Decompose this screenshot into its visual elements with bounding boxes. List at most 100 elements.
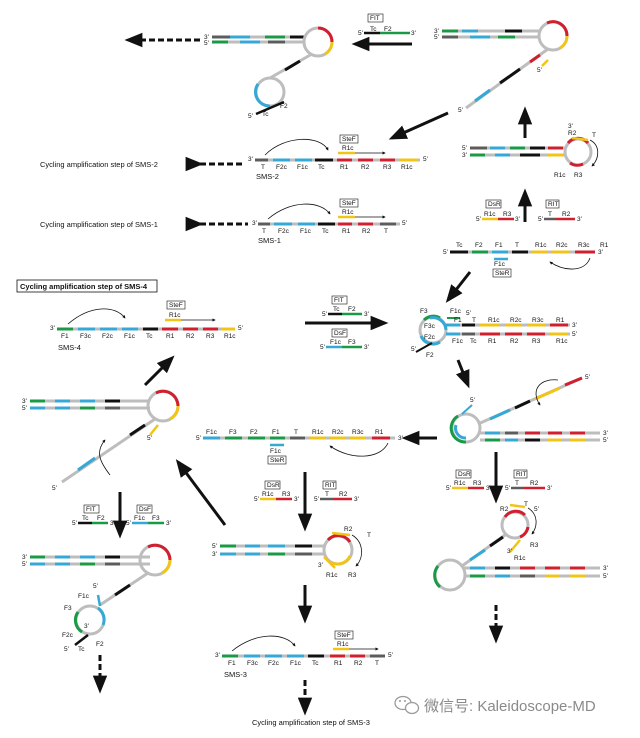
svg-text:F2c: F2c bbox=[276, 164, 288, 171]
svg-text:5': 5' bbox=[196, 435, 201, 442]
svg-text:3': 3' bbox=[547, 485, 552, 492]
svg-text:5': 5' bbox=[314, 496, 319, 503]
svg-text:5': 5' bbox=[443, 249, 448, 256]
svg-text:R3c: R3c bbox=[578, 242, 590, 249]
svg-text:SteF: SteF bbox=[169, 302, 183, 309]
end-label: 5' bbox=[248, 113, 253, 120]
svg-text:R3c: R3c bbox=[532, 317, 544, 324]
dsr-rit-primers-right-lower: DsR R1c R3 5' 3' RIT T R2 5' 3' bbox=[446, 469, 552, 492]
svg-text:T: T bbox=[294, 429, 298, 436]
svg-text:F1c: F1c bbox=[452, 338, 464, 345]
svg-text:3': 3' bbox=[411, 30, 416, 37]
fit-dsf-primers-middle: FIT Tc F2 5' 3' DsF F1c F3 5' 3' bbox=[305, 295, 389, 351]
svg-text:R2: R2 bbox=[562, 211, 571, 218]
svg-text:F1: F1 bbox=[495, 242, 503, 249]
svg-text:DsR: DsR bbox=[488, 201, 501, 208]
svg-text:T: T bbox=[262, 228, 266, 235]
svg-text:3': 3' bbox=[598, 249, 603, 256]
chat-bubbles-icon bbox=[394, 695, 420, 715]
svg-text:5': 5' bbox=[466, 310, 471, 317]
svg-text:R3: R3 bbox=[348, 572, 357, 579]
svg-text:5': 5' bbox=[22, 561, 27, 568]
svg-text:F1c: F1c bbox=[134, 515, 146, 522]
svg-text:3': 3' bbox=[462, 152, 467, 159]
svg-text:R2c: R2c bbox=[556, 242, 568, 249]
svg-text:3': 3' bbox=[166, 520, 171, 527]
svg-text:R1: R1 bbox=[334, 660, 343, 667]
svg-text:F2: F2 bbox=[426, 352, 434, 359]
svg-text:3': 3' bbox=[318, 562, 323, 569]
svg-text:3': 3' bbox=[294, 496, 299, 503]
sms2-cycling-caption: Cycling amplification step of SMS-2 bbox=[40, 160, 158, 169]
svg-text:5': 5' bbox=[476, 216, 481, 223]
svg-text:DsR: DsR bbox=[267, 482, 280, 489]
bottom-right-dumbbell: 3' 5' R2 T 5' R3 R1c 3' bbox=[433, 501, 608, 592]
svg-text:Tc: Tc bbox=[370, 26, 377, 33]
svg-text:F2c: F2c bbox=[278, 228, 290, 235]
svg-text:3': 3' bbox=[22, 554, 27, 561]
ster-right-strand: 5' 3' Tc F2 F1 T R1c R2c R3c R1 F1c SteR bbox=[443, 242, 609, 278]
svg-text:R2: R2 bbox=[186, 333, 195, 340]
svg-text:T: T bbox=[515, 242, 519, 249]
svg-text:F2c: F2c bbox=[102, 333, 114, 340]
svg-text:F3: F3 bbox=[152, 515, 160, 522]
svg-text:R3: R3 bbox=[383, 164, 392, 171]
svg-text:F3: F3 bbox=[64, 605, 72, 612]
bottom-left-dumbbell: 3' 5' 5' F1c F3 F2c 5' Tc F2 3' bbox=[22, 543, 172, 653]
svg-text:T: T bbox=[367, 532, 371, 539]
svg-text:5': 5' bbox=[585, 374, 590, 381]
svg-text:FIT: FIT bbox=[370, 15, 380, 22]
svg-text:DsR: DsR bbox=[458, 471, 471, 478]
svg-text:F2c: F2c bbox=[62, 632, 74, 639]
svg-text:F2: F2 bbox=[348, 306, 356, 313]
svg-text:DsF: DsF bbox=[334, 330, 346, 337]
svg-text:F2: F2 bbox=[384, 26, 392, 33]
svg-text:F1c: F1c bbox=[300, 228, 312, 235]
svg-text:3': 3' bbox=[398, 435, 403, 442]
svg-text:5': 5' bbox=[411, 346, 416, 353]
svg-text:3': 3' bbox=[568, 123, 573, 130]
svg-text:5': 5' bbox=[434, 34, 439, 41]
svg-text:T: T bbox=[261, 164, 265, 171]
svg-text:R2: R2 bbox=[344, 526, 353, 533]
svg-text:5': 5' bbox=[147, 435, 152, 442]
region-label: Tc bbox=[262, 111, 269, 118]
svg-text:F2: F2 bbox=[96, 641, 104, 648]
svg-text:F1c: F1c bbox=[78, 593, 90, 600]
sms1-label: SMS-1 bbox=[258, 236, 281, 245]
fit-primer-top: FIT Tc F2 5' 3' bbox=[358, 13, 416, 37]
svg-text:5': 5' bbox=[212, 543, 217, 550]
svg-text:3': 3' bbox=[215, 652, 220, 659]
svg-text:RIT: RIT bbox=[516, 471, 527, 478]
svg-text:SteF: SteF bbox=[342, 200, 356, 207]
svg-text:R2c: R2c bbox=[510, 317, 522, 324]
svg-text:R2: R2 bbox=[354, 660, 363, 667]
svg-text:F3: F3 bbox=[420, 308, 428, 315]
svg-text:R2: R2 bbox=[500, 506, 509, 513]
svg-text:R1c: R1c bbox=[262, 491, 274, 498]
svg-text:F1c: F1c bbox=[290, 660, 302, 667]
svg-text:R1c: R1c bbox=[342, 209, 354, 216]
svg-text:5': 5' bbox=[534, 506, 539, 513]
svg-text:R1c: R1c bbox=[401, 164, 413, 171]
svg-text:R1: R1 bbox=[600, 242, 609, 249]
svg-text:5': 5' bbox=[358, 30, 363, 37]
svg-text:Tc: Tc bbox=[322, 228, 329, 235]
sms2-strand: Cycling amplification step of SMS-2 3' 5… bbox=[40, 134, 428, 181]
svg-text:R1c: R1c bbox=[454, 480, 466, 487]
svg-text:3': 3' bbox=[507, 548, 512, 555]
svg-text:R1: R1 bbox=[340, 164, 349, 171]
svg-text:5': 5' bbox=[402, 220, 407, 227]
svg-text:R2: R2 bbox=[361, 164, 370, 171]
svg-text:F1c: F1c bbox=[494, 261, 506, 268]
svg-text:R1: R1 bbox=[556, 317, 565, 324]
svg-text:F1c: F1c bbox=[450, 308, 462, 315]
svg-text:RIT: RIT bbox=[548, 201, 559, 208]
svg-text:R1: R1 bbox=[375, 429, 384, 436]
svg-text:3': 3' bbox=[515, 216, 520, 223]
sms4-cycling-caption: Cycling amplification step of SMS-4 bbox=[20, 282, 148, 291]
svg-text:F3c: F3c bbox=[247, 660, 259, 667]
top-right-structure: 3' 5' 5' 5' bbox=[434, 20, 569, 114]
svg-text:R2c: R2c bbox=[332, 429, 344, 436]
svg-text:5': 5' bbox=[64, 646, 69, 653]
